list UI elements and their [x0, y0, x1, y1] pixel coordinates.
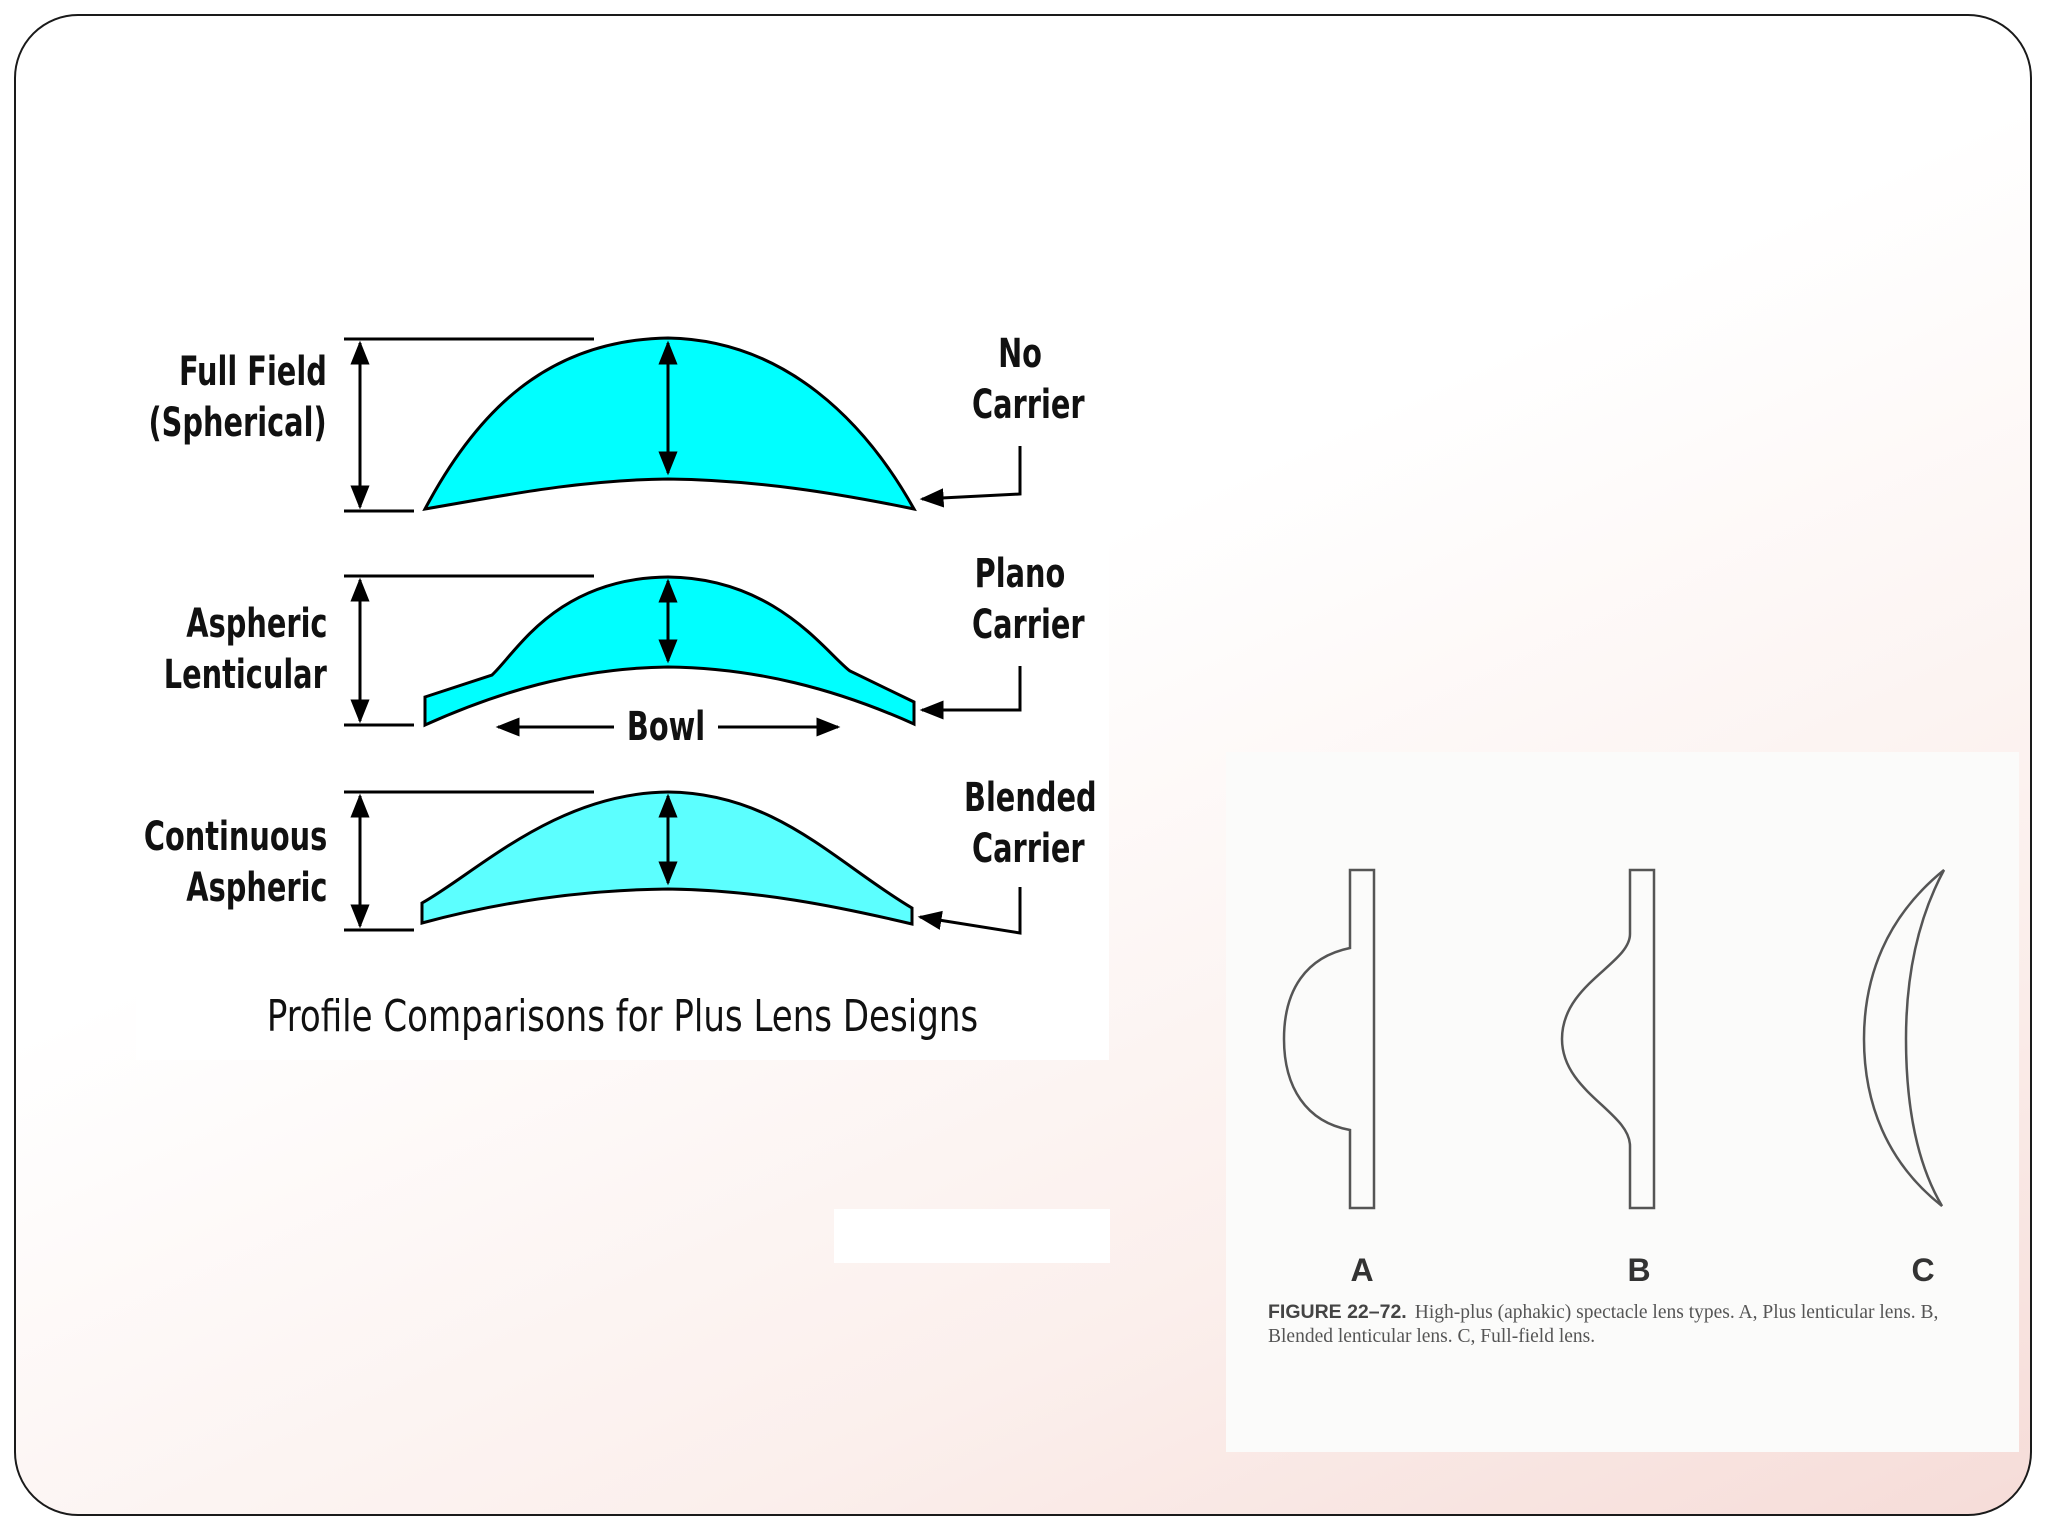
profile-comparison-caption: Profile Comparisons for Plus Lens Design…: [266, 991, 979, 1042]
panel-letter-c: C: [1911, 1252, 1935, 1288]
blank-text-box: [834, 1209, 1110, 1263]
lens-a-outline: [1282, 868, 1376, 1210]
lens-cross-section-drawing: [1282, 868, 1946, 1210]
blended-carrier-label-line2: Carrier: [972, 826, 1085, 872]
blended-carrier-label-line1: Blended: [964, 775, 1097, 821]
plano-carrier-label-line2: Carrier: [972, 602, 1085, 648]
slide: Full Field (Spherical) No Carrier Aspher…: [14, 14, 2032, 1516]
lens-b-outline: [1560, 868, 1656, 1210]
panel-letter-a: A: [1350, 1252, 1374, 1288]
panel-letter-b: B: [1627, 1252, 1651, 1288]
plus-lens-profile-figure: Full Field (Spherical) No Carrier Aspher…: [136, 273, 1109, 1060]
full-field-lens-row: [344, 336, 1022, 513]
figure-caption-id: FIGURE 22–72.: [1268, 1301, 1407, 1323]
aphakic-lens-types-figure: A B C FIGURE 22–72.High-plus (aphakic) s…: [1226, 752, 2019, 1452]
aspheric-lenticular-lens-row: [344, 574, 1022, 737]
no-carrier-label-line2: Carrier: [972, 382, 1085, 428]
lens-profile-drawing: [344, 336, 1022, 935]
aspheric-label: Aspheric: [185, 601, 327, 647]
plano-carrier-label-line1: Plano: [974, 551, 1066, 597]
lenticular-label: Lenticular: [163, 652, 327, 698]
aspheric-label-2: Aspheric: [185, 865, 327, 911]
bowl-label: Bowl: [626, 704, 706, 750]
full-field-label: Full Field: [179, 349, 327, 395]
continuous-aspheric-lens-row: [344, 790, 1022, 935]
figure-caption-text: High-plus (aphakic) spectacle lens types…: [1268, 1302, 1939, 1347]
figure-caption: FIGURE 22–72.High-plus (aphakic) spectac…: [1268, 1300, 1988, 1349]
lens-c-outline: [1862, 869, 1946, 1207]
continuous-label: Continuous: [143, 814, 327, 860]
spherical-label: (Spherical): [148, 400, 327, 446]
no-carrier-label-line1: No: [998, 331, 1042, 377]
